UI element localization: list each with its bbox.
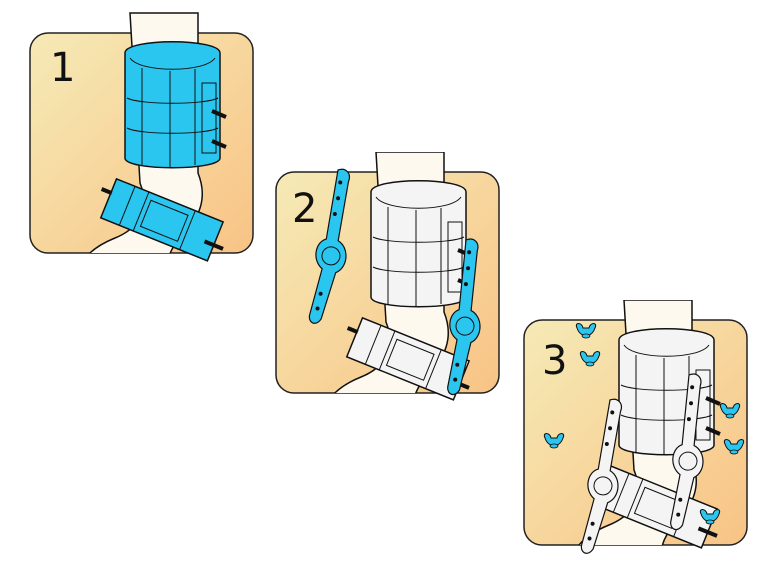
- upper-cuff: [123, 39, 228, 170]
- step-number: 2: [292, 186, 317, 232]
- step-1-panel: 1: [29, 12, 254, 267]
- step-number: 1: [50, 45, 75, 91]
- upper-cuff: [617, 326, 722, 457]
- step-number: 3: [542, 338, 567, 384]
- step-2-panel: 2: [275, 152, 500, 406]
- step-3-panel: 3: [523, 300, 748, 557]
- upper-cuff: [369, 178, 474, 309]
